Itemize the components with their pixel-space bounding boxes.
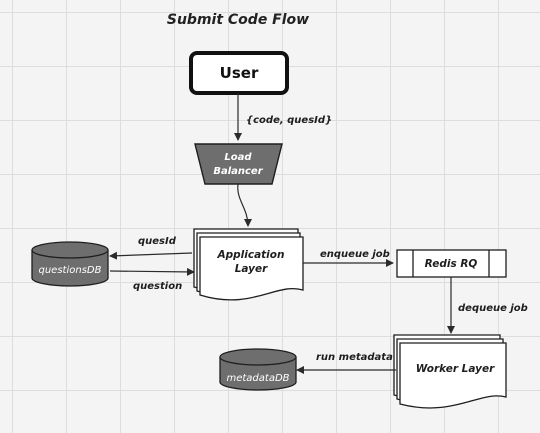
edge-label-dequeue-job: dequeue job bbox=[458, 303, 528, 314]
application-layer-label-line2: Layer bbox=[235, 263, 268, 275]
edge-worker-to-metadata-db: run metadata bbox=[296, 352, 396, 374]
edge-user-to-load-balancer: {code, quesId} bbox=[234, 93, 332, 141]
user-node[interactable]: User bbox=[189, 51, 289, 95]
metadata-db-node[interactable]: metadataDB bbox=[219, 348, 297, 391]
load-balancer-node[interactable]: Load Balancer bbox=[194, 143, 283, 185]
edge-load-balancer-to-app bbox=[237, 183, 252, 227]
worker-layer-label: Worker Layer bbox=[416, 363, 495, 375]
application-layer-label-line1: Application bbox=[217, 249, 285, 261]
edge-label-run-metadata: run metadata bbox=[316, 352, 393, 363]
load-balancer-label-line2: Balancer bbox=[213, 166, 263, 177]
edge-app-to-redis: enqueue job bbox=[303, 249, 394, 267]
edge-label-enqueue-job: enqueue job bbox=[320, 249, 390, 260]
diagram-title: Submit Code Flow bbox=[167, 12, 309, 28]
edge-redis-to-worker: dequeue job bbox=[447, 277, 528, 334]
edge-label-quesid: quesId bbox=[138, 236, 177, 247]
worker-layer-node[interactable]: Worker Layer bbox=[393, 334, 507, 409]
application-layer-node[interactable]: Application Layer bbox=[193, 228, 304, 301]
user-label: User bbox=[220, 64, 259, 82]
redis-rq-node[interactable]: Redis RQ bbox=[396, 249, 507, 278]
edge-questions-db-to-app: question bbox=[109, 267, 195, 292]
questions-db-label: questionsDB bbox=[39, 265, 102, 276]
edge-app-to-questions-db: quesId bbox=[109, 236, 193, 260]
redis-rq-label: Redis RQ bbox=[425, 258, 478, 270]
edge-label-question: question bbox=[133, 281, 182, 292]
edge-label-code-quesid: {code, quesId} bbox=[246, 115, 332, 126]
metadata-db-label: metadataDB bbox=[226, 373, 289, 384]
load-balancer-label-line1: Load bbox=[224, 152, 252, 163]
questions-db-node[interactable]: questionsDB bbox=[31, 241, 109, 287]
